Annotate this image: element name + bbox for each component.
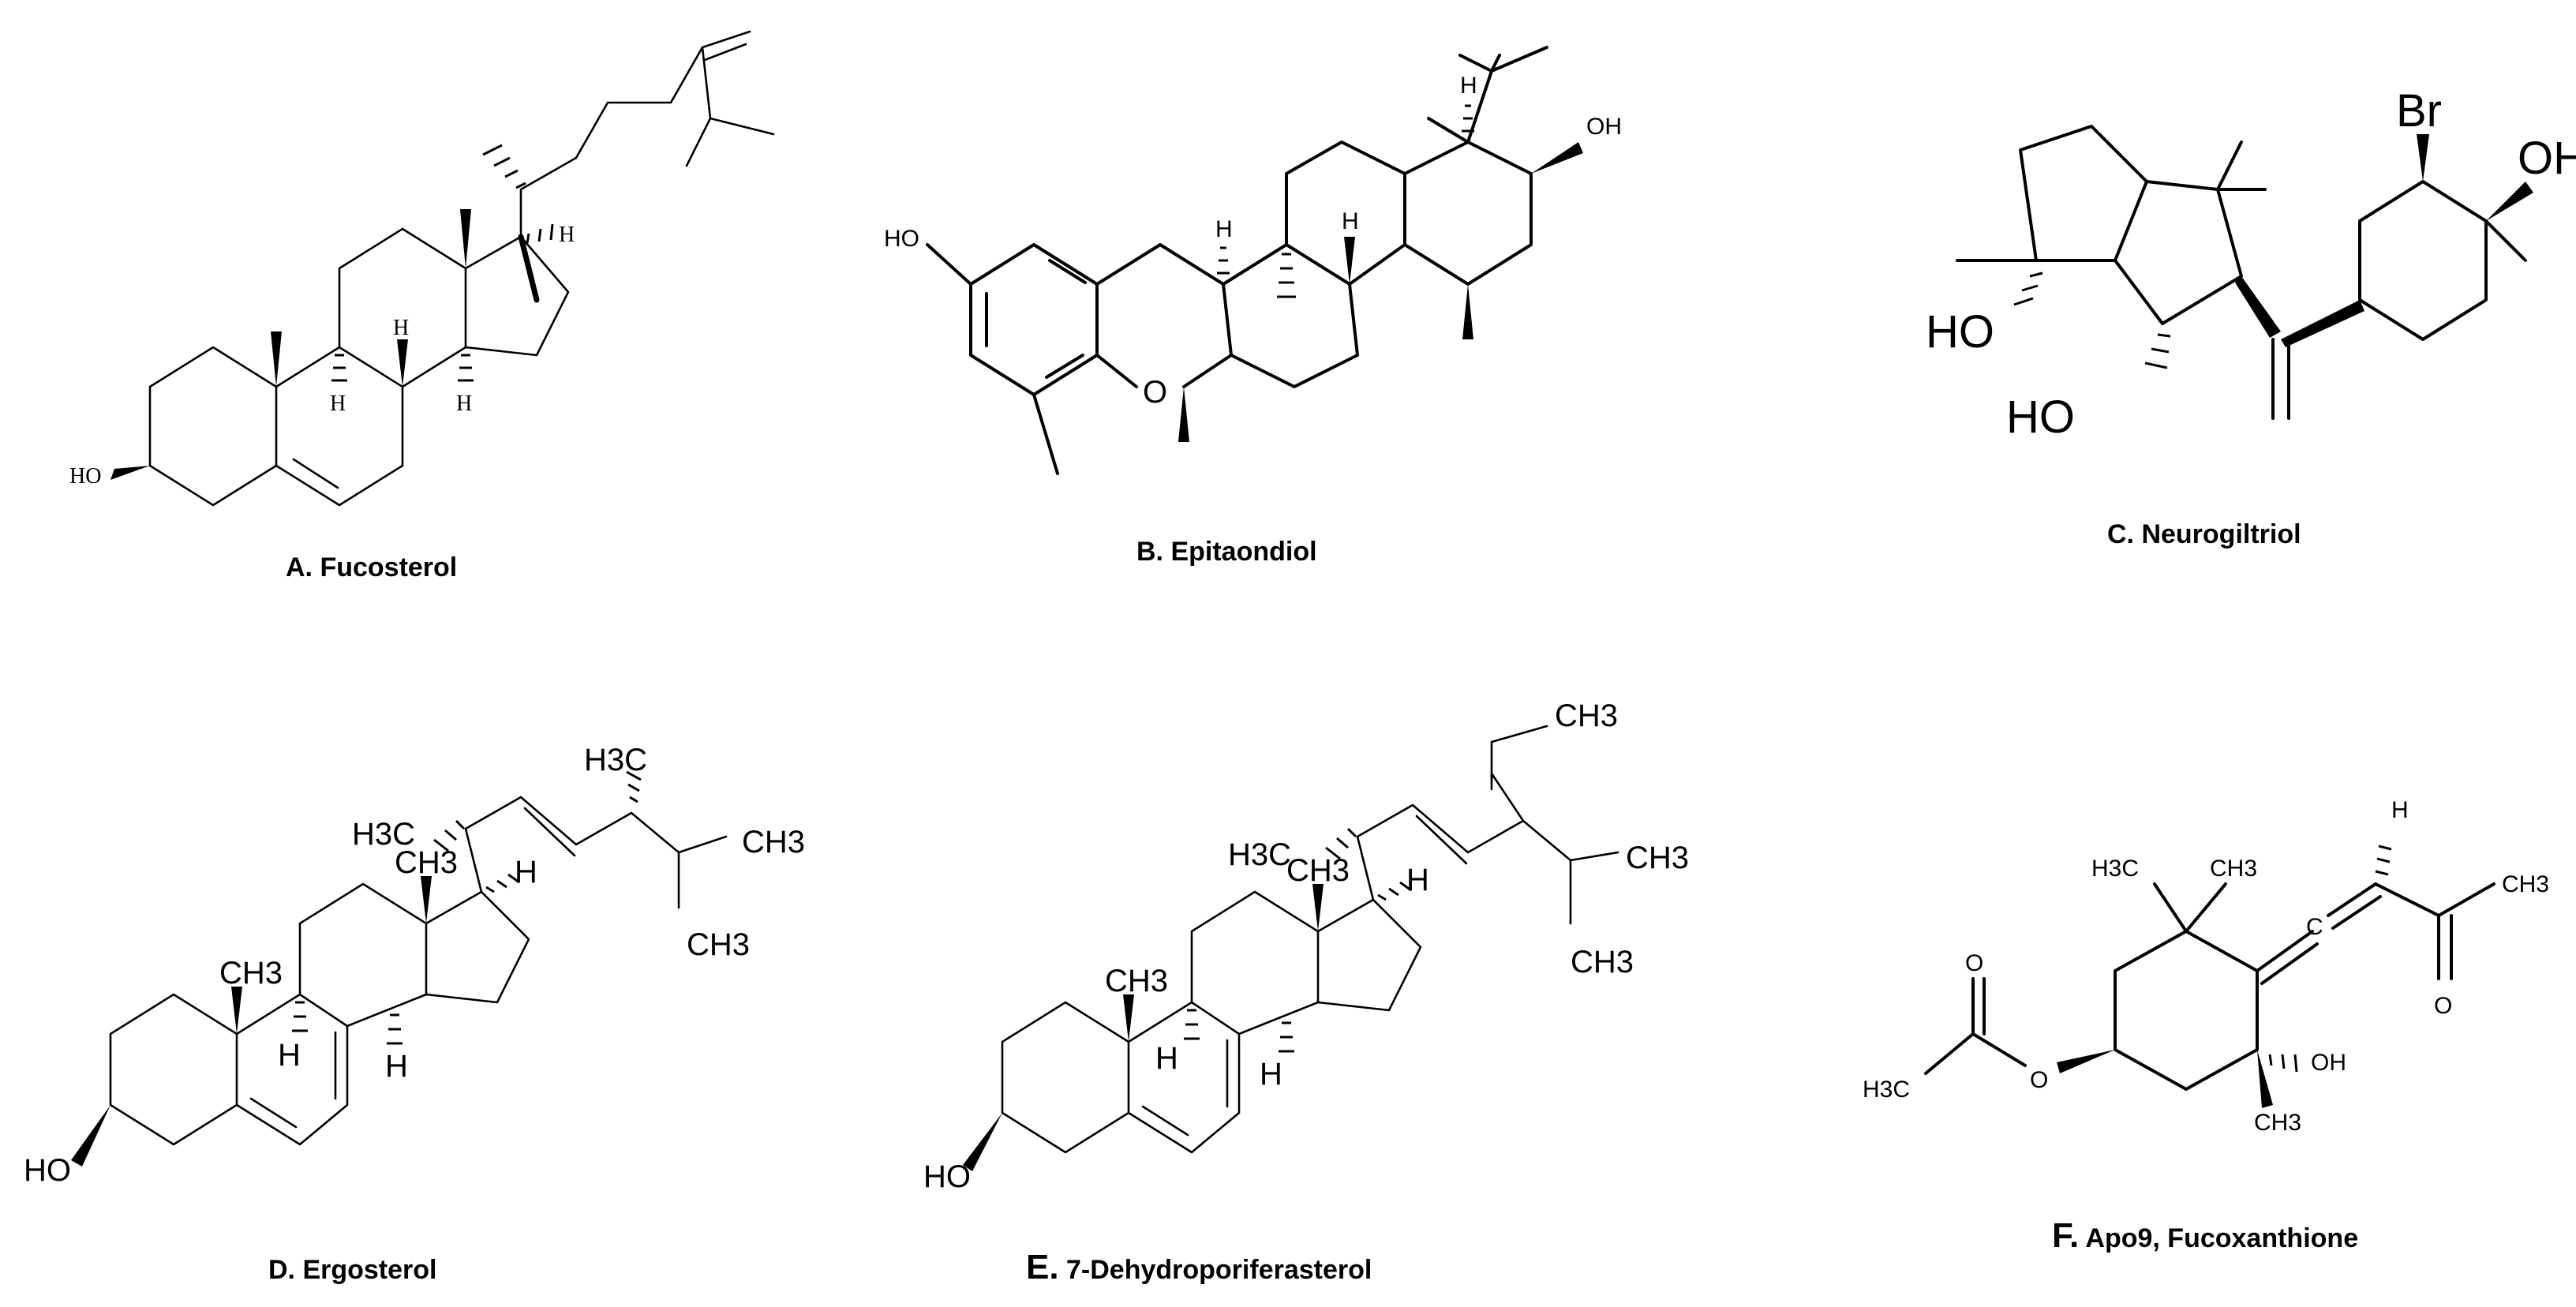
atom-label-h3c: H3C (1863, 1077, 1910, 1103)
atom-label-hydroxyl: HO (24, 1153, 71, 1188)
hashed-bond (1277, 253, 1296, 298)
atom-label-ch3: CH3 (687, 927, 750, 962)
atom-label-hydroxyl: HO (2006, 391, 2075, 443)
atom-label-oxygen: O (2434, 993, 2452, 1019)
caption-f: F. Apo9, Fucoxanthione (2052, 1216, 2358, 1255)
caption-e: E. 7-Dehydroporiferasterol (1026, 1248, 1372, 1286)
atom-label-hydroxyl: OH (1586, 114, 1622, 140)
hashed-bond (1184, 1009, 1200, 1040)
atom-label-oxygen: O (1965, 950, 1983, 976)
hashed-bond (331, 354, 347, 382)
atom-label-ch3: CH3 (1286, 853, 1350, 888)
atom-label-h: H (1460, 73, 1477, 99)
bromine-wedge (2417, 134, 2429, 182)
hashed-bond (1462, 104, 1474, 133)
structure-apo9-fucoxanthione: C H CH3 O H3C CH3 OH CH3 O (1863, 797, 2549, 1255)
hashed-bond (2013, 272, 2043, 306)
hashed-bond (292, 1001, 308, 1032)
hydroxyl-wedge (2486, 182, 2533, 221)
hashed-bond (1325, 827, 1357, 860)
atom-label-h: H (1155, 1041, 1178, 1076)
hashed-bond (1217, 246, 1230, 275)
atom-label-h3c: H3C (1228, 837, 1291, 872)
hashed-bond (2268, 1054, 2298, 1073)
atom-label-h: H (559, 223, 575, 247)
caption-d: D. Ergosterol (268, 1255, 436, 1285)
atom-label-ch3: CH3 (2502, 871, 2549, 897)
atom-label-hydroxyl: HO (884, 226, 919, 252)
structure-epitaondiol: HO O OH H (884, 46, 1622, 567)
atom-label-hydroxyl: HO (923, 1159, 971, 1194)
methyl-wedge (2257, 1050, 2273, 1108)
atom-label-hydroxyl: HO (69, 464, 101, 489)
atom-label-h3c: H3C (2091, 856, 2139, 882)
ester-wedge (2057, 1050, 2115, 1073)
atom-label-h: H (456, 391, 472, 416)
atom-label-ch3: CH3 (395, 845, 458, 880)
atom-label-hydroxyl: OH (2311, 1050, 2346, 1076)
atom-label-ch3: CH3 (1555, 698, 1618, 733)
atom-label-ch3: CH3 (219, 956, 283, 991)
atom-label-ch3: CH3 (2210, 856, 2257, 882)
atom-label-h: H (393, 316, 409, 340)
atom-label-ch3: CH3 (1626, 841, 1689, 875)
atom-label-h: H (330, 391, 346, 416)
structure-7-dehydroporiferasterol: CH3 CH3 CH3 H3C CH3 CH3 H H H (923, 698, 1689, 1286)
hashed-bond (387, 1013, 402, 1045)
methyl-wedge (1312, 884, 1324, 931)
atom-label-ch3: CH3 (1571, 945, 1634, 979)
methyl-wedge (1123, 994, 1134, 1042)
methyl-wedge (460, 209, 471, 268)
structure-neurogiltriol: HO HO Br OH C. Neurogiltriol (1926, 85, 2576, 549)
methyl-wedge (1462, 284, 1473, 339)
atom-label-ch3: CH3 (1105, 964, 1168, 998)
atom-label-oxygen: O (2030, 1067, 2048, 1093)
hydroxyl-wedge (71, 1105, 110, 1167)
hashed-bond (458, 354, 474, 382)
atom-label-h: H (1215, 216, 1233, 242)
hydroxyl-wedge (110, 466, 150, 480)
methyl-wedge (1178, 387, 1189, 442)
atom-label-hydroxyl: OH (2518, 133, 2576, 184)
structure-fucosterol: H HO H H H A. Fucosterol (69, 30, 775, 582)
methyl-wedge (231, 987, 242, 1034)
atom-label-carbon: C (2306, 914, 2323, 940)
atom-label-h3c: H3C (584, 743, 647, 777)
caption-a: A. Fucosterol (286, 552, 457, 582)
atom-label-h: H (515, 855, 537, 889)
hashed-bond (526, 223, 554, 244)
caption-c: C. Neurogiltriol (2107, 519, 2301, 549)
hydroxyl-wedge (963, 1113, 1002, 1171)
hashed-bond (1377, 881, 1412, 901)
h-wedge (397, 339, 408, 387)
hashed-bond (1279, 1021, 1294, 1053)
atom-label-hydroxyl: HO (1926, 306, 1994, 358)
bold-bond (2235, 276, 2281, 338)
hashed-bond (626, 770, 642, 803)
atom-label-h: H (1260, 1057, 1282, 1092)
caption-b: B. Epitaondiol (1136, 537, 1317, 567)
hashed-bond (433, 819, 466, 852)
atom-label-h: H (1406, 863, 1429, 897)
atom-label-bromine: Br (2396, 85, 2442, 137)
atom-label-h: H (278, 1038, 301, 1073)
atom-label-h: H (385, 1049, 408, 1084)
methyl-wedge (421, 876, 432, 923)
methyl-wedge (271, 331, 282, 387)
hashed-bond (485, 873, 520, 893)
hashed-bond (482, 144, 526, 189)
atom-label-ch3: CH3 (742, 825, 805, 859)
hydroxyl-wedge (1531, 142, 1583, 174)
atom-label-h: H (1342, 208, 1359, 234)
hashed-bond (2144, 333, 2171, 369)
atom-label-ch3: CH3 (2254, 1110, 2301, 1136)
structure-ergosterol: CH3 CH3 H3C H3C CH3 CH3 H H (24, 743, 805, 1285)
h-wedge (1344, 237, 1355, 284)
atom-label-oxygen: O (1143, 375, 1167, 410)
atom-label-h3c: H3C (352, 817, 415, 852)
hashed-bond (2375, 844, 2392, 876)
bold-bond (2281, 300, 2364, 347)
atom-label-h: H (2391, 797, 2409, 823)
